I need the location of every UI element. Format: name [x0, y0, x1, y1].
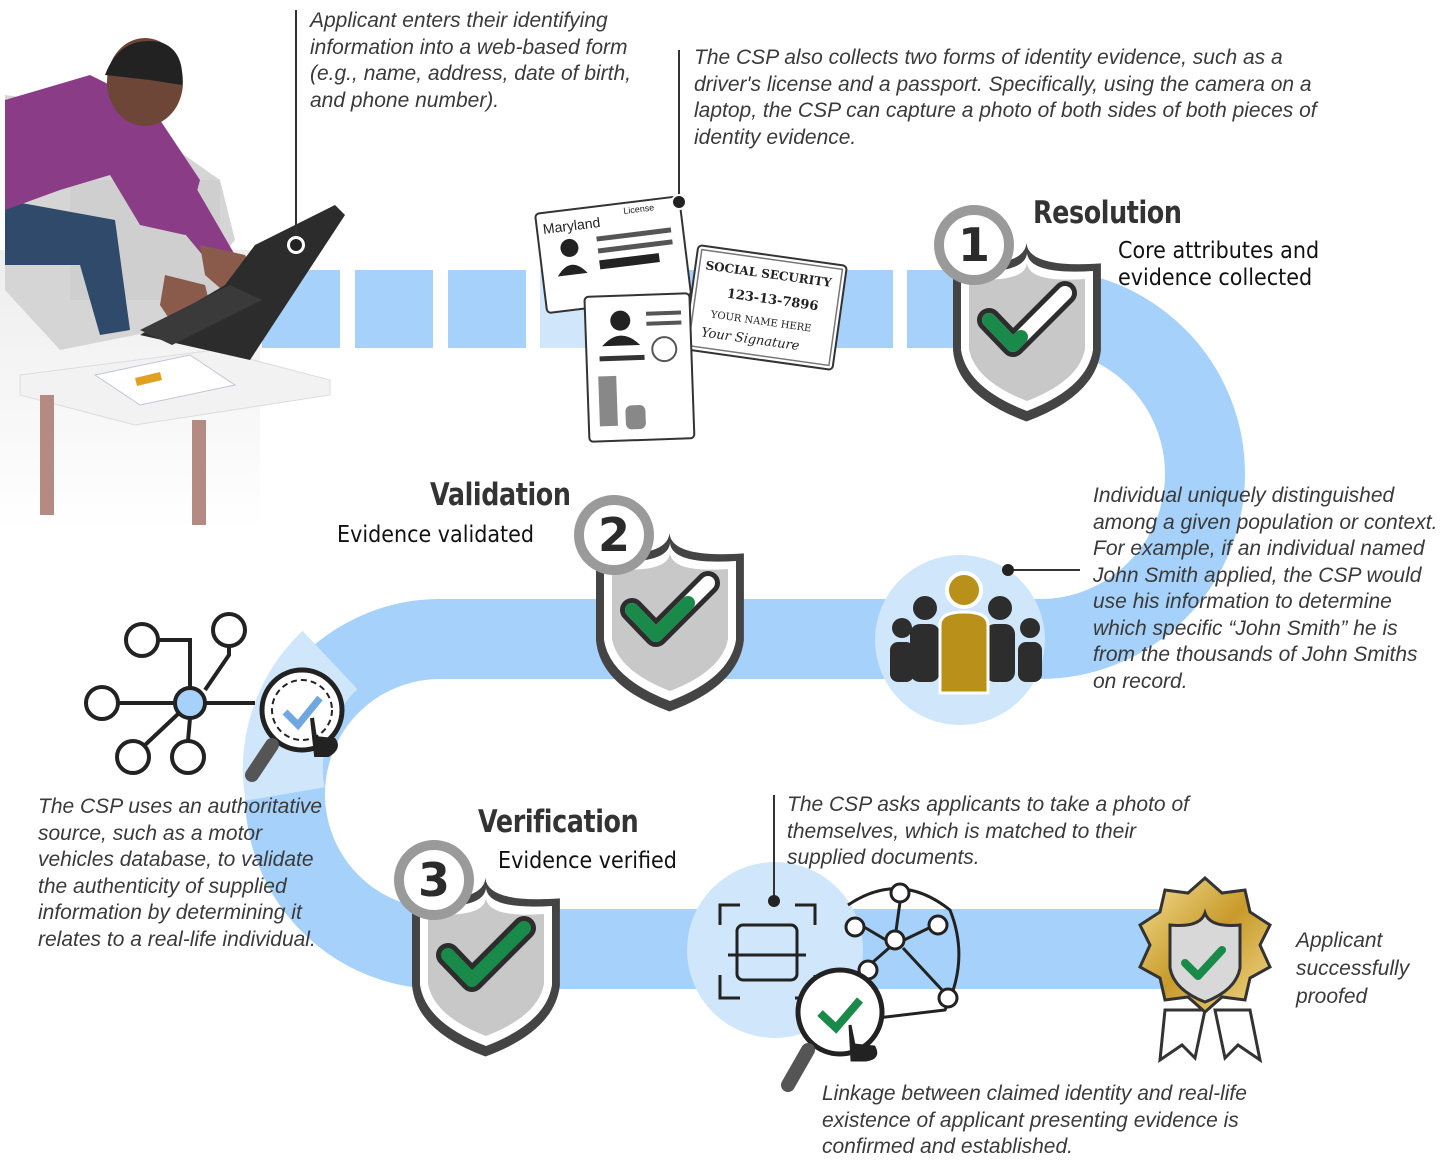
- annotation-unique-individual: Individual uniquely distinguished among …: [1093, 484, 1438, 693]
- crowd-icon: [890, 571, 1042, 695]
- stage-number-2: 2: [574, 495, 654, 575]
- stage-subtitle-validation: Evidence validated: [337, 522, 535, 548]
- shield-check-icon-3: [412, 878, 560, 1057]
- stage-subtitle-resolution: Core attributes and evidence collected: [1118, 238, 1320, 291]
- shield-check-icon-1: [953, 243, 1101, 422]
- license-label: License: [623, 202, 655, 216]
- stage-subtitle-verification: Evidence verified: [498, 848, 677, 874]
- stage-title-validation: Validation: [430, 477, 571, 513]
- stage-title-verification: Verification: [478, 804, 639, 840]
- face-scan-icon: [718, 882, 961, 1092]
- annotation-applicant-enters: Applicant enters their identifying infor…: [310, 9, 632, 112]
- annotation-csp-collects: The CSP also collects two forms of ident…: [694, 46, 1317, 149]
- callout-dot: [673, 196, 685, 208]
- shield-check-icon-2: [596, 533, 744, 712]
- stage-number-1: 1: [934, 205, 1014, 285]
- award-badge-icon: [1138, 875, 1272, 1064]
- callout-dot: [290, 239, 302, 251]
- annotation-photo-match: The CSP asks applicants to take a photo …: [787, 793, 1189, 869]
- stage-number-3: 3: [394, 840, 474, 920]
- callout-dot: [768, 895, 780, 907]
- id-cards-illustration: Maryland License SOCIAL SECURITY 123-13-…: [534, 195, 848, 443]
- annotation-authoritative-source: The CSP uses an authoritative source, su…: [38, 795, 323, 951]
- license-state: Maryland: [542, 214, 601, 237]
- network-magnifier-icon: [84, 612, 345, 782]
- annotation-linkage: Linkage between claimed identity and rea…: [822, 1082, 1247, 1158]
- callout-dot: [1002, 564, 1014, 576]
- stage-title-resolution: Resolution: [1033, 195, 1182, 231]
- person-laptop-illustration: [0, 38, 345, 530]
- annotation-success: Applicant successfully proofed: [1296, 929, 1410, 1008]
